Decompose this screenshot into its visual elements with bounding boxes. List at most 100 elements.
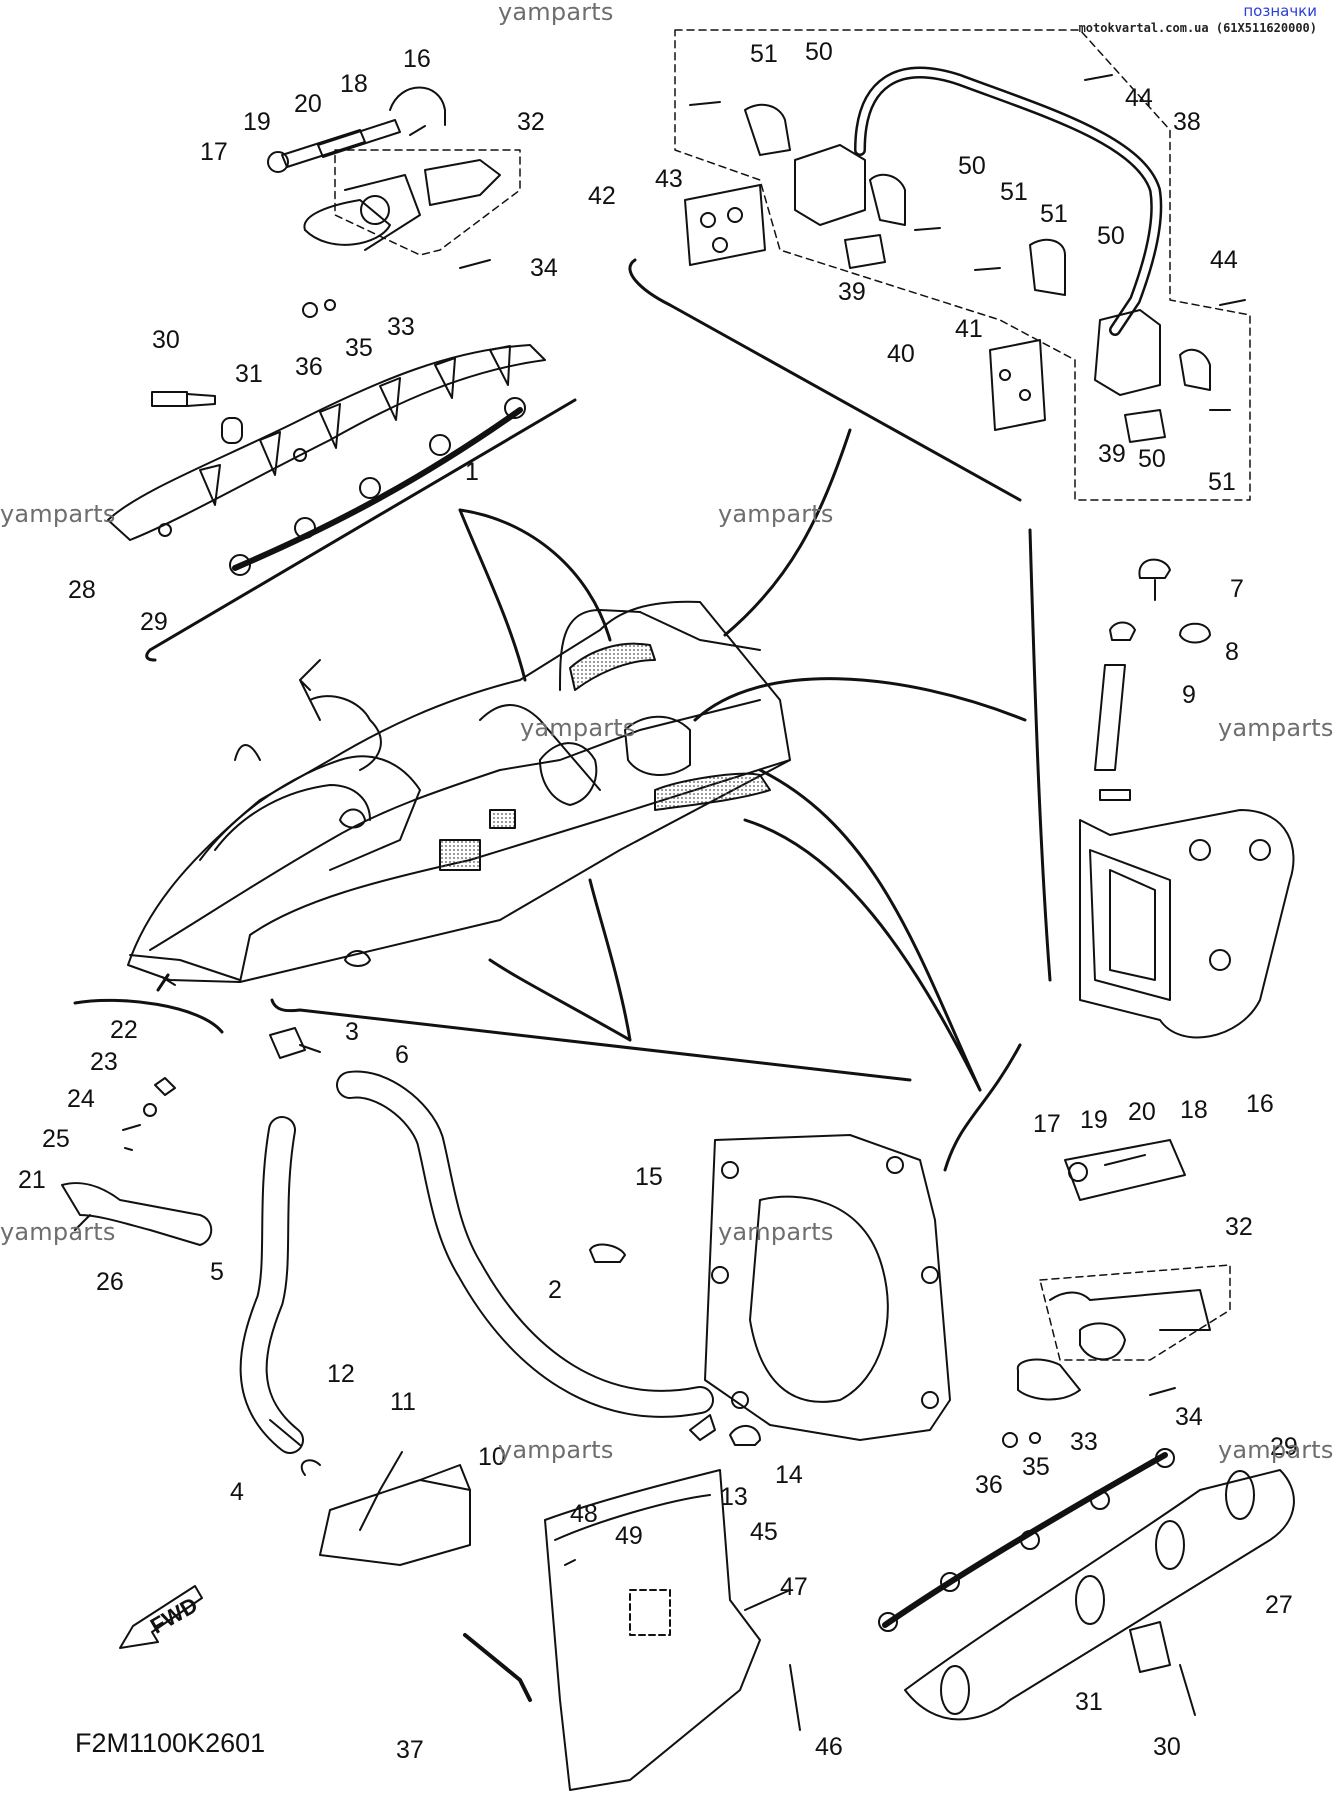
part-label: 39 — [838, 278, 866, 306]
part-label: 7 — [1230, 575, 1244, 603]
part-label: 20 — [294, 90, 322, 118]
watermark: yamparts — [718, 1218, 834, 1246]
watermark: yamparts — [718, 500, 834, 528]
part-label: 35 — [345, 334, 373, 362]
part-number-labels: 1 2 3 4 5 6 7 8 9 10 11 12 13 14 15 16 1… — [18, 38, 1298, 1764]
part-label: 11 — [390, 1388, 416, 1416]
part-label: 3 — [345, 1018, 359, 1046]
part-label: 23 — [90, 1048, 118, 1076]
part-label: 35 — [1022, 1453, 1050, 1481]
part-label: 42 — [588, 182, 616, 210]
part-label: 34 — [530, 254, 558, 282]
part-label: 50 — [805, 38, 833, 66]
watercraft-hull — [127, 600, 791, 986]
part-label: 13 — [720, 1483, 748, 1511]
part-label: 37 — [396, 1736, 424, 1764]
watermark: yamparts — [498, 1436, 614, 1464]
bookmarks-link[interactable]: позначки — [1243, 2, 1317, 20]
cover-group — [463, 1469, 801, 1791]
part-label: 28 — [68, 576, 96, 604]
part-label: 50 — [958, 152, 986, 180]
part-label: 27 — [1265, 1591, 1293, 1619]
part-label: 29 — [1270, 1433, 1298, 1461]
part-label: 51 — [1208, 468, 1236, 496]
part-label: 1 — [465, 458, 479, 486]
part-label: 33 — [1070, 1428, 1098, 1456]
watermark: yamparts — [498, 0, 614, 26]
part-label: 18 — [1180, 1096, 1208, 1124]
watermark: yamparts — [0, 1218, 116, 1246]
part-label: 49 — [615, 1522, 643, 1550]
part-label: 31 — [235, 360, 263, 388]
part-label: 21 — [18, 1166, 46, 1194]
part-label: 25 — [42, 1125, 70, 1153]
pump-housing — [704, 1134, 951, 1441]
part-label: 41 — [955, 315, 983, 343]
part-label: 15 — [635, 1163, 663, 1191]
part-label: 20 — [1128, 1098, 1156, 1126]
part-label: 39 — [1098, 440, 1126, 468]
part-label: 34 — [1175, 1403, 1203, 1431]
jet-pump-group — [1079, 558, 1295, 1039]
part-label: 36 — [295, 353, 323, 381]
part-label: 36 — [975, 1471, 1003, 1499]
diagram-code: F2M1100K2601 — [75, 1728, 266, 1758]
part-label: 26 — [96, 1268, 124, 1296]
group-32b-dashed-box — [1039, 1264, 1231, 1361]
part-label: 9 — [1182, 681, 1196, 709]
part-label: 4 — [230, 1478, 244, 1506]
part-label: 19 — [1080, 1106, 1108, 1134]
part-label: 2 — [548, 1276, 562, 1304]
part-label: 29 — [140, 608, 168, 636]
pointer-arrows — [156, 428, 1027, 1092]
part-label: 51 — [750, 40, 778, 68]
bracket-group — [61, 1077, 213, 1246]
group-32-dashed-box — [334, 149, 521, 256]
callout-leaders — [73, 258, 1052, 1172]
part-label: 24 — [67, 1085, 95, 1113]
forward-arrow-icon — [119, 1585, 203, 1649]
part-label: 33 — [387, 313, 415, 341]
grab-handle-group — [684, 66, 1246, 443]
part-label: 30 — [1153, 1733, 1181, 1761]
part-label: 17 — [1033, 1110, 1061, 1138]
part-label: 5 — [210, 1258, 224, 1286]
part-label: 40 — [887, 340, 915, 368]
part-label: 10 — [478, 1443, 506, 1471]
group-38-dashed-box — [674, 29, 1251, 501]
part-label: 51 — [1000, 178, 1028, 206]
rear-rail-group-right — [878, 1139, 1295, 1721]
part-label: 32 — [1225, 1213, 1253, 1241]
part-label: 8 — [1225, 638, 1239, 666]
part-label: 16 — [403, 45, 431, 73]
part-label: 50 — [1138, 445, 1166, 473]
part-label: 6 — [395, 1041, 409, 1069]
site-id: motokvartal.com.ua (61X511620000) — [1078, 21, 1317, 35]
part-label: 47 — [780, 1573, 808, 1601]
part-label: 45 — [750, 1518, 778, 1546]
part-label: 44 — [1210, 246, 1238, 274]
part-label: 44 — [1125, 84, 1153, 112]
part-label: 32 — [517, 108, 545, 136]
rear-rail-group-left — [107, 86, 546, 576]
part-label: 50 — [1097, 222, 1125, 250]
part-label: 46 — [815, 1733, 843, 1761]
part-label: 18 — [340, 70, 368, 98]
part-label: 38 — [1173, 108, 1201, 136]
part-label: 19 — [243, 108, 271, 136]
part-label: 31 — [1075, 1688, 1103, 1716]
part-label: 17 — [200, 138, 228, 166]
watermark: yamparts — [1218, 714, 1334, 742]
watermark: yamparts — [1218, 1436, 1334, 1464]
part-label: 51 — [1040, 200, 1068, 228]
hose-group — [239, 1027, 761, 1566]
part-label: 22 — [110, 1016, 138, 1044]
part-label: 14 — [775, 1461, 803, 1489]
part-label: 48 — [570, 1500, 598, 1528]
watermark: yamparts — [0, 500, 116, 528]
part-label: 43 — [655, 165, 683, 193]
part-label: 16 — [1246, 1090, 1274, 1118]
part-label: 12 — [327, 1360, 355, 1388]
